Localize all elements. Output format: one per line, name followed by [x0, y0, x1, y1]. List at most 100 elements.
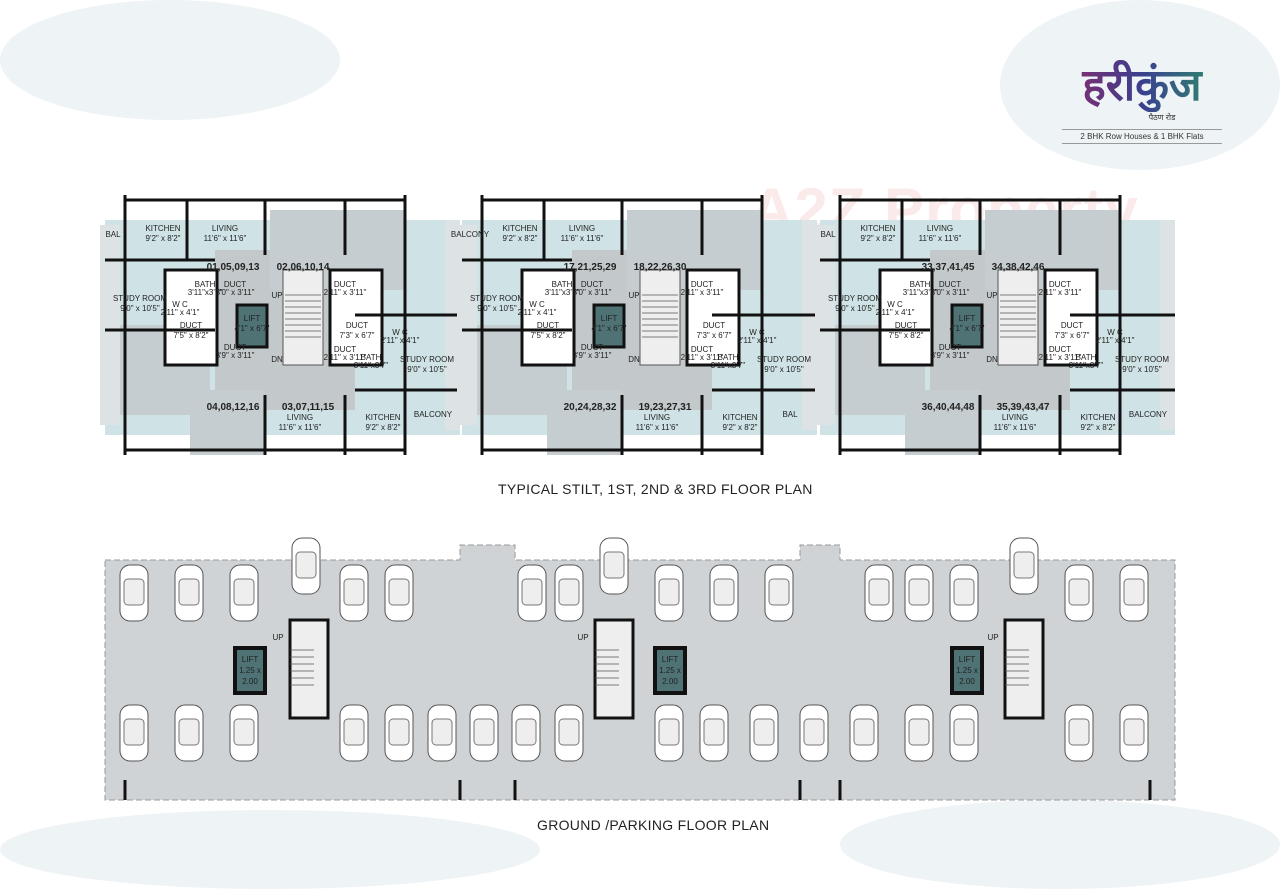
room-size: 11'6" x 11'6"	[279, 423, 322, 432]
balcony-label: BALCONY	[451, 230, 490, 239]
parked-car	[654, 564, 684, 622]
room-size: 11'6" x 11'6"	[561, 234, 604, 243]
car-roof	[1068, 718, 1090, 746]
duct-label: DUCT	[334, 280, 356, 289]
duct-size: 2'11" x 3'11"	[1039, 353, 1082, 362]
car-roof	[953, 578, 975, 606]
duct-size: 7'5" x 8'2"	[889, 331, 924, 340]
room-bath: BATH	[1076, 353, 1097, 362]
duct-label: DUCT	[1049, 345, 1071, 354]
bedroom-bottom	[905, 390, 980, 455]
logo-location: पैठण रोड	[1148, 113, 1176, 122]
staircase	[639, 269, 681, 366]
room-size: 9'2" x 8'2"	[146, 234, 181, 243]
room-size: 9'0" x 10'5"	[120, 304, 160, 313]
parked-car	[849, 704, 879, 762]
stair-up-label: UP	[577, 633, 588, 642]
lift-label: LIFT	[959, 314, 976, 323]
car-roof	[1068, 578, 1090, 606]
parked-car	[119, 564, 149, 622]
background-swirl	[0, 810, 540, 889]
unit-number: 33,37,41,45	[922, 262, 975, 273]
duct-size: 7'3" x 6'7"	[1055, 331, 1090, 340]
duct-size: 2'11" x 3'11"	[1039, 288, 1082, 297]
car-roof	[123, 578, 145, 606]
stair-down-label: DN	[628, 355, 640, 364]
room-study: STUDY ROOM	[757, 355, 811, 364]
lift-label: LIFT	[242, 655, 259, 664]
duct-label: DUCT	[224, 280, 246, 289]
car-roof	[768, 578, 790, 606]
background-swirl	[0, 0, 340, 120]
unit-number: 01,05,09,13	[207, 262, 260, 273]
stair-up-label: UP	[271, 291, 282, 300]
car-roof	[1013, 551, 1035, 579]
staircase	[1003, 618, 1045, 720]
lift-size: 4'1" x 6'7"	[950, 324, 985, 333]
room-size: 2'11" x 4'1"	[876, 308, 915, 317]
room-living: LIVING	[927, 224, 953, 233]
parked-car	[511, 704, 541, 762]
duct-label: DUCT	[1061, 321, 1083, 330]
room-bath: BATH	[910, 280, 931, 289]
lift-size: 1.25 x	[956, 666, 978, 675]
unit-number: 36,40,44,48	[922, 402, 975, 413]
room-size: 3'11"x3'7"	[1069, 361, 1104, 370]
duct-label: DUCT	[224, 343, 246, 352]
balcony-label: BAL	[820, 230, 836, 239]
unit-number: 34,38,42,46	[992, 262, 1045, 273]
unit-number: 20,24,28,32	[564, 402, 617, 413]
parked-car	[949, 704, 979, 762]
unit-number: 19,23,27,31	[639, 402, 692, 413]
room-wc: W C	[749, 328, 765, 337]
parked-car	[229, 704, 259, 762]
car-roof	[658, 578, 680, 606]
bedroom-bottom	[547, 390, 622, 455]
car-roof	[515, 718, 537, 746]
room-size: 2'11" x 4'1"	[161, 308, 200, 317]
parked-car	[469, 704, 499, 762]
room-size: 9'0" x 10'5"	[407, 365, 447, 374]
unit-number: 02,06,10,14	[277, 262, 330, 273]
car-roof	[558, 718, 580, 746]
duct-size: 3'9" x 3'11"	[573, 351, 612, 360]
stair-down-label: DN	[271, 355, 283, 364]
room-size: 3'11"x3'7"	[354, 361, 389, 370]
room-size: 9'0" x 10'5"	[835, 304, 875, 313]
car-roof	[703, 718, 725, 746]
balcony-label: BALCONY	[414, 410, 453, 419]
duct-label: DUCT	[346, 321, 368, 330]
parked-car	[229, 564, 259, 622]
balcony-right	[1160, 220, 1175, 430]
car-roof	[753, 718, 775, 746]
background-swirl	[1000, 0, 1280, 170]
room-kitchen: KITCHEN	[502, 224, 537, 233]
staircase	[997, 269, 1039, 366]
duct-size: 3'9" x 3'11"	[931, 351, 970, 360]
duct-label: DUCT	[703, 321, 725, 330]
duct-label: DUCT	[581, 280, 603, 289]
room-bath: BATH	[718, 353, 739, 362]
car-roof	[431, 718, 453, 746]
car-roof	[295, 551, 317, 579]
parked-car	[904, 564, 934, 622]
duct-size: 7'5" x 8'2"	[531, 331, 566, 340]
parked-car	[1119, 564, 1149, 622]
room-size: 11'6" x 11'6"	[919, 234, 962, 243]
lift-label: LIFT	[959, 655, 976, 664]
parking-columns	[123, 780, 1152, 800]
duct-right	[1043, 268, 1099, 367]
parked-car	[427, 704, 457, 762]
stair-up-label: UP	[986, 291, 997, 300]
lift-size: 1.25 x	[239, 666, 261, 675]
room-bath: BATH	[361, 353, 382, 362]
room-size: 2'11" x 4'1"	[381, 336, 420, 345]
lift-label: LIFT	[244, 314, 261, 323]
lift-label: LIFT	[601, 314, 618, 323]
duct-label: DUCT	[939, 280, 961, 289]
parked-car	[799, 704, 829, 762]
background-swirl	[840, 800, 1280, 889]
